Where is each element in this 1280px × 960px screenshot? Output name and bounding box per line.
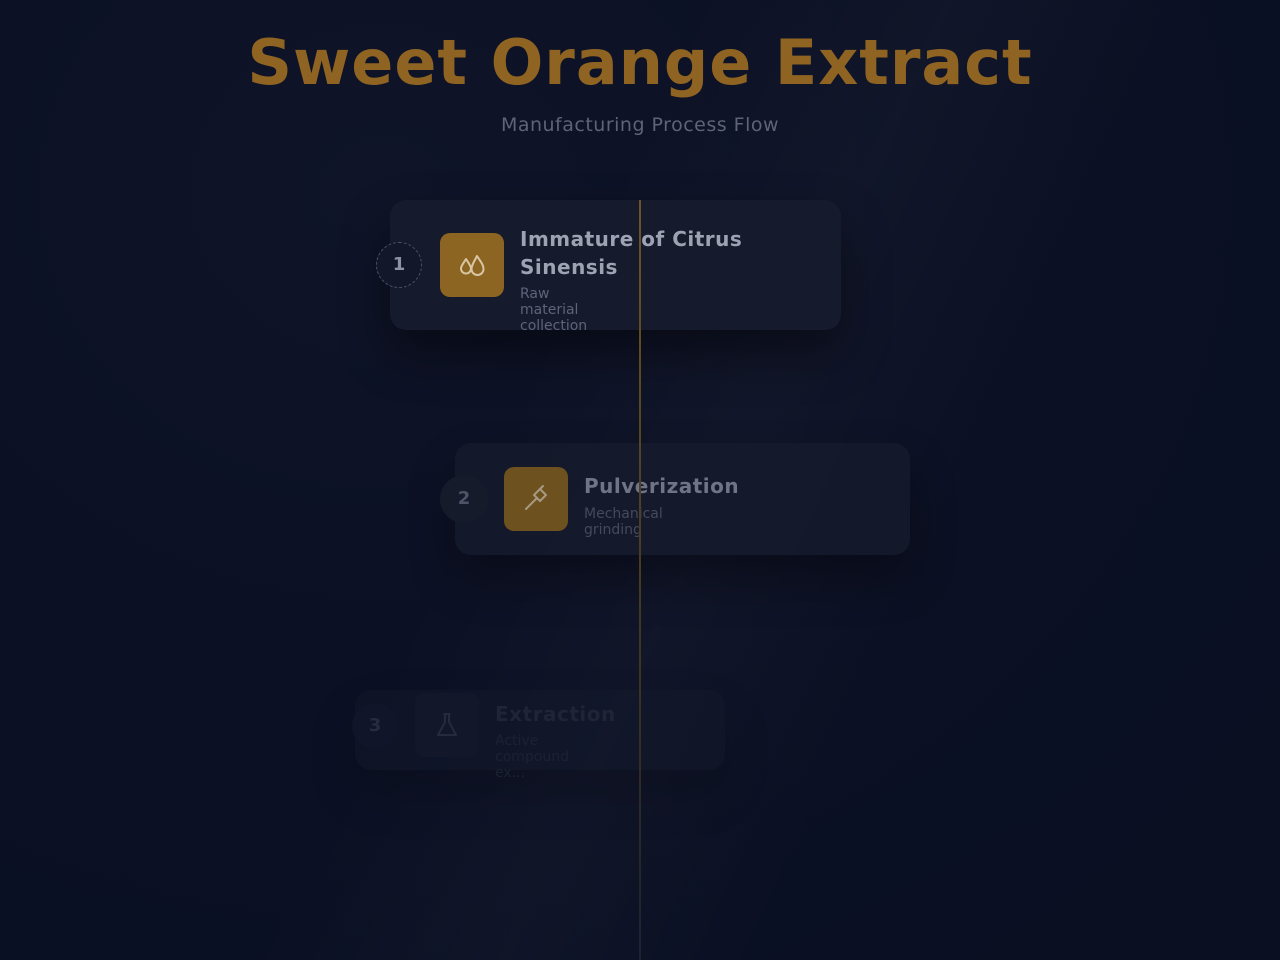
step-number-badge: 3 [352, 703, 398, 749]
page-subtitle: Manufacturing Process Flow [500, 114, 780, 136]
flask-icon [415, 693, 479, 757]
droplets-icon [440, 233, 504, 297]
step-title: Pulverization [584, 474, 740, 498]
page-title: Sweet Orange Extract [247, 26, 1033, 99]
hammer-icon [504, 467, 568, 531]
step-description: Mechanical grinding [584, 506, 663, 538]
step-title: Extraction [495, 702, 616, 726]
step-number-badge: 2 [440, 475, 488, 523]
timeline-connector [639, 200, 641, 960]
step-title: Immature of Citrus Sinensis [520, 227, 743, 279]
step-description: Active compound ex... [495, 733, 569, 781]
step-description: Raw material collection [520, 286, 588, 334]
step-number-badge: 1 [376, 242, 422, 288]
